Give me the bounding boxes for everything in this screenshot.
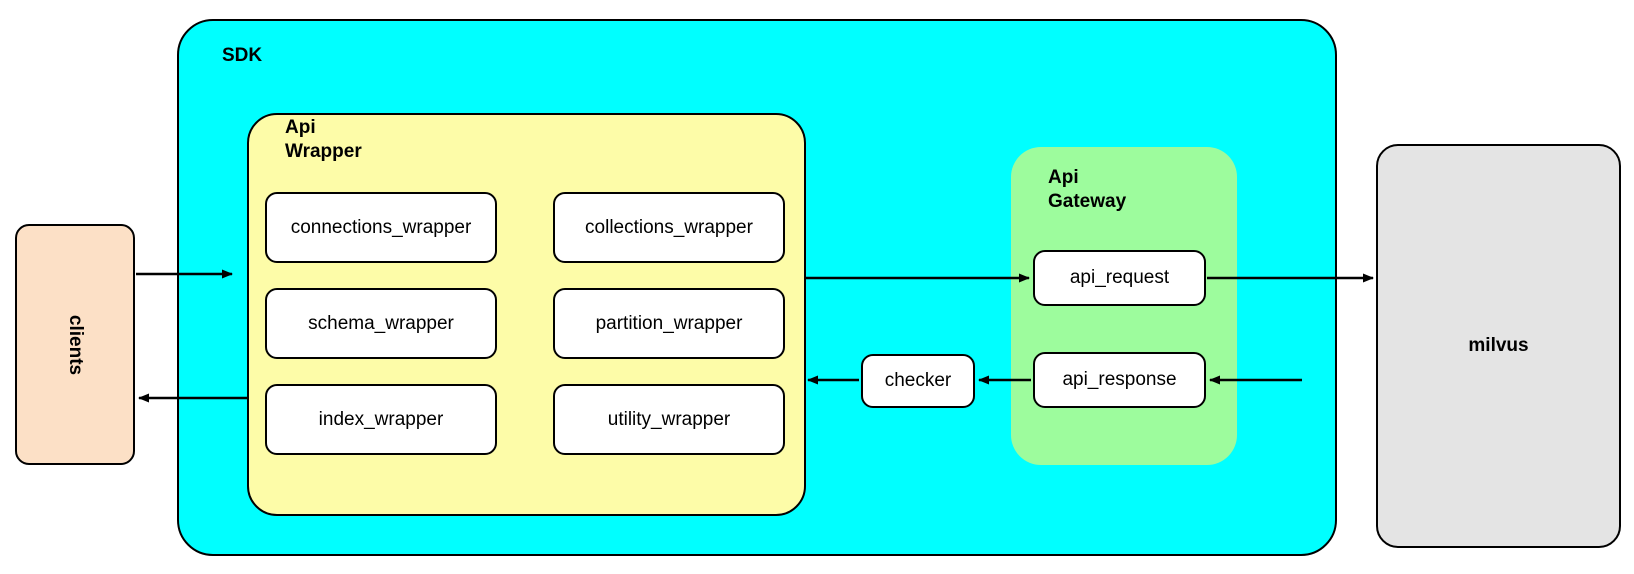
sdk-title: SDK [222, 45, 263, 66]
node-api-response[interactable]: api_response [1033, 352, 1206, 408]
clients-label: clients [64, 314, 86, 375]
module-connections-wrapper[interactable]: connections_wrapper [265, 192, 497, 263]
module-collections-wrapper[interactable]: collections_wrapper [553, 192, 785, 263]
clients-container[interactable]: clients [15, 224, 135, 465]
api-gateway-title: Api Gateway [1048, 167, 1127, 213]
module-utility-wrapper[interactable]: utility_wrapper [553, 384, 785, 455]
node-api-request[interactable]: api_request [1033, 250, 1206, 306]
api-gateway-container [1011, 147, 1237, 465]
module-schema-wrapper[interactable]: schema_wrapper [265, 288, 497, 359]
api-wrapper-title: Api Wrapper [285, 117, 362, 163]
clients-label-wrap: clients [17, 226, 133, 463]
module-partition-wrapper[interactable]: partition_wrapper [553, 288, 785, 359]
milvus-label: milvus [1468, 335, 1529, 356]
milvus-container[interactable]: milvus [1376, 144, 1621, 548]
module-index-wrapper[interactable]: index_wrapper [265, 384, 497, 455]
node-checker[interactable]: checker [861, 354, 975, 408]
